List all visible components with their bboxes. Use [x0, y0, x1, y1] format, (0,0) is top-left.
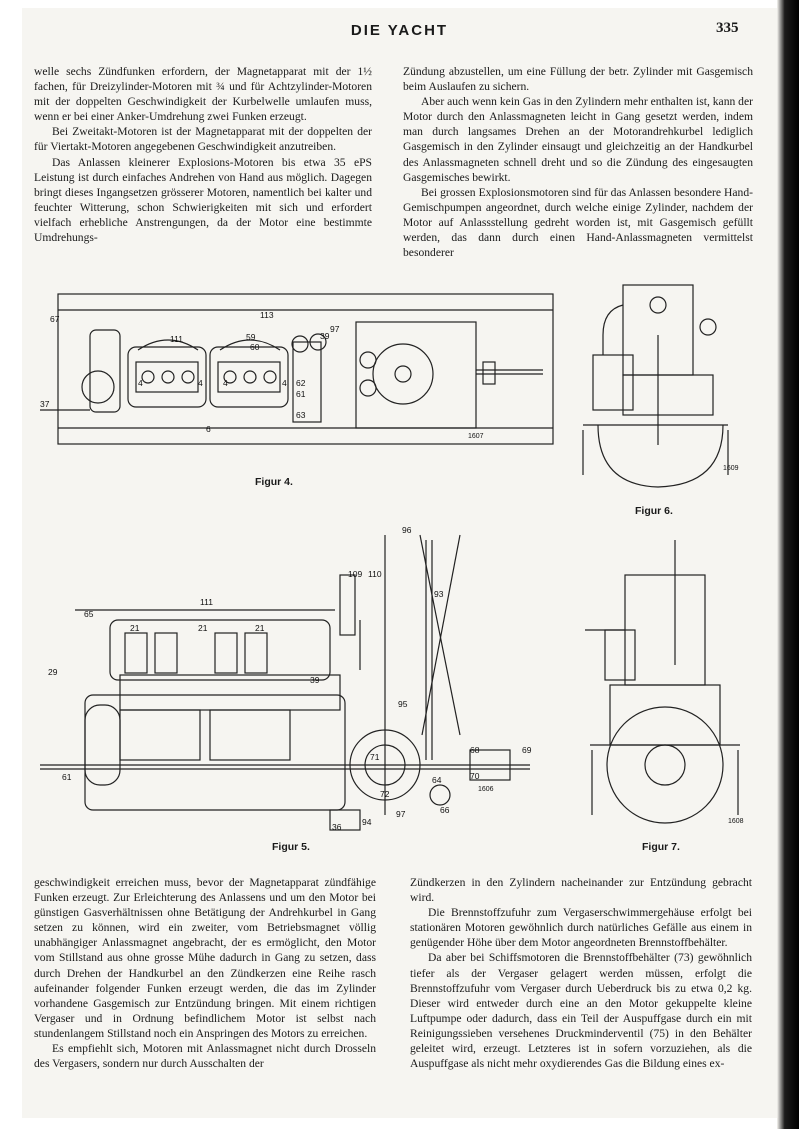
paragraph: Das Anlassen kleinerer Explosions-Motore… — [34, 155, 372, 245]
paragraph: Aber auch wenn kein Gas in den Zylindern… — [403, 95, 753, 184]
page-edge-shadow — [777, 0, 799, 1129]
figure-label: 6 — [206, 424, 211, 434]
column-bottom-left: geschwindigkeit erreichen muss, bevor de… — [34, 875, 376, 1071]
figure-label: 21 — [130, 623, 140, 633]
figure-label: 110 — [368, 569, 382, 579]
figure-label: 4 — [223, 378, 228, 388]
paragraph: Da aber bei Schiffsmotoren die Brennstof… — [410, 951, 752, 1071]
figure-label: 95 — [398, 699, 408, 709]
figure-label: 109 — [348, 569, 362, 579]
paragraph: welle sechs Zündfunken erfordern, der Ma… — [34, 65, 372, 124]
column-top-left: welle sechs Zündfunken erfordern, der Ma… — [34, 64, 372, 245]
figure-6-engine-end-view: 1609 — [563, 275, 748, 495]
figure-label: 68 — [470, 745, 480, 755]
figure-label: 4 — [138, 378, 143, 388]
figure-label: 37 — [40, 399, 50, 409]
paragraph: Zündkerzen in den Zylindern nacheinander… — [410, 876, 752, 905]
figure-label: 71 — [370, 752, 380, 762]
figure-label: 61 — [296, 389, 306, 399]
figure-label: 66 — [440, 805, 450, 815]
figure-label: 36 — [332, 822, 342, 832]
figure-label: 39 — [310, 675, 320, 685]
figure-label: 64 — [432, 775, 442, 785]
figure-label: 67 — [50, 314, 60, 324]
page-sheet — [22, 8, 777, 1118]
column-bottom-right: Zündkerzen in den Zylindern nacheinander… — [410, 875, 752, 1071]
figure-label: 29 — [48, 667, 58, 677]
paragraph: Bei Zweitakt-Motoren ist der Magnetappar… — [34, 125, 372, 154]
column-top-right: Zündung abzustellen, um eine Füllung der… — [403, 64, 753, 260]
figure-5-caption: Figur 5. — [272, 841, 310, 853]
figure-label: 61 — [62, 772, 72, 782]
paragraph: geschwindigkeit erreichen muss, bevor de… — [34, 876, 376, 1040]
figure-4-caption: Figur 4. — [255, 476, 293, 488]
figure-label: 39 — [320, 331, 330, 341]
figure-label: 4 — [282, 378, 287, 388]
paragraph: Die Brennstoffzufuhr zum Vergaserschwimm… — [410, 906, 752, 950]
paragraph: Zündung abzustellen, um eine Füllung der… — [403, 65, 753, 94]
paragraph: Bei grossen Explosionsmotoren sind für d… — [403, 185, 753, 260]
figure-label: 60 — [250, 342, 260, 352]
running-header-title: DIE YACHT — [350, 22, 449, 39]
plate-number: 1607 — [468, 433, 484, 440]
figure-4-engine-plan: 67 113 111 59 60 39 97 4 4 4 4 62 61 37 … — [38, 282, 563, 457]
figure-label: 62 — [296, 378, 306, 388]
figure-label: 94 — [362, 817, 372, 827]
figure-label: 113 — [260, 310, 274, 320]
figure-label: 97 — [396, 809, 406, 819]
plate-number: 1608 — [728, 818, 744, 825]
figure-label: 21 — [255, 623, 265, 633]
figure-label: 111 — [200, 597, 213, 607]
figure-label: 69 — [522, 745, 532, 755]
figure-label: 70 — [470, 771, 480, 781]
figure-label: 93 — [434, 589, 444, 599]
figure-label: 97 — [330, 324, 340, 334]
figure-7-engine-flywheel-view: 1608 — [580, 535, 750, 830]
plate-number: 1606 — [478, 786, 494, 793]
figure-6-caption: Figur 6. — [635, 505, 673, 517]
figure-7-caption: Figur 7. — [642, 841, 680, 853]
figure-label: 72 — [380, 789, 390, 799]
paragraph: Es empfiehlt sich, Motoren mit Anlassmag… — [34, 1042, 376, 1071]
figure-label: 4 — [198, 378, 203, 388]
page-number: 335 — [716, 20, 739, 36]
figure-label: 21 — [198, 623, 208, 633]
figure-label: 65 — [84, 609, 94, 619]
figure-label: 96 — [402, 525, 412, 535]
plate-number: 1609 — [723, 465, 739, 472]
figure-5-engine-side-view: 96 109 110 93 111 65 21 21 21 29 39 95 7… — [30, 525, 555, 835]
figure-label: 63 — [296, 410, 306, 420]
figure-label: 111 — [170, 334, 183, 344]
figure-label: 59 — [246, 332, 256, 342]
